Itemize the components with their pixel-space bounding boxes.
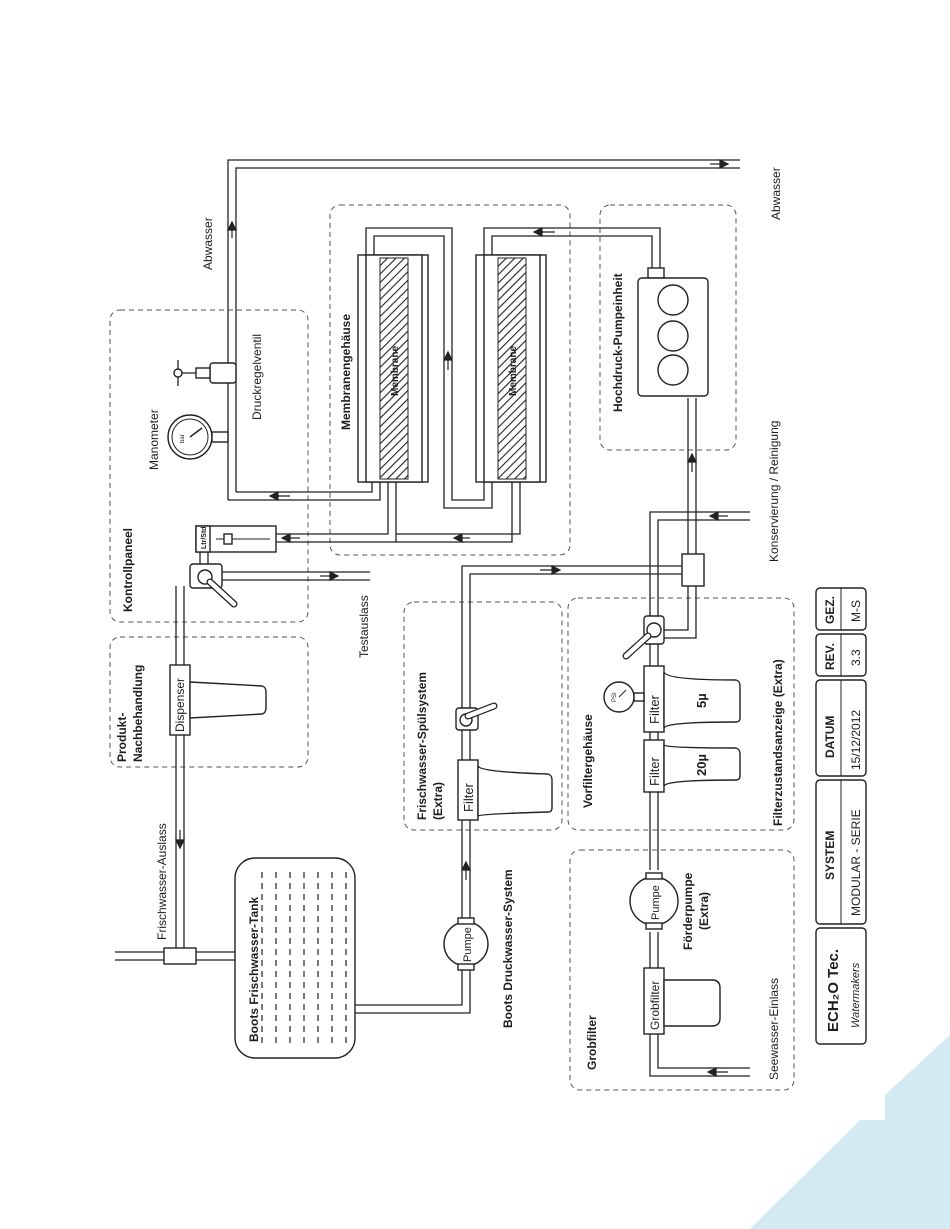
tb-h-datum: DATUM — [823, 716, 837, 758]
label-druckregelventil: Druckregelventil — [250, 334, 264, 420]
label-produkt-1: Produkt- — [115, 713, 129, 762]
label-mu5: 5µ — [694, 693, 709, 708]
junction-block — [681, 553, 705, 587]
hochdruck-pumpe — [637, 267, 709, 397]
tb-rev: 3.3 — [849, 649, 863, 666]
label-filter-spuel: Filter — [461, 782, 476, 812]
label-grobfilter-unit: Grobfilter — [648, 981, 662, 1030]
label-spuel-1: Frischwasser-Spülsystem — [415, 672, 429, 820]
tb-system: MODULAR - SERIE — [849, 809, 863, 916]
label-konservierung: Konservierung / Reinigung — [767, 421, 781, 562]
label-abwasser-1: Abwasser — [201, 217, 215, 270]
label-membrane-2: Membrane — [508, 346, 519, 396]
label-ltrstd: Ltr/Std — [201, 526, 208, 549]
box-vorfilter — [567, 597, 795, 831]
tb-gez: M-S — [849, 600, 863, 622]
dispenser-unit — [169, 664, 267, 736]
label-membranengehaeuse: Membranengehäuse — [339, 314, 353, 430]
tb-h-rev: REV. — [823, 643, 837, 670]
box-kontrollpaneel — [109, 309, 309, 623]
label-abwasser-2: Abwasser — [769, 167, 783, 220]
label-frischwasser-auslass: Frischwasser-Auslass — [155, 823, 169, 940]
label-filter-20: Filter — [647, 756, 662, 786]
label-druckwasser: Boots Druckwasser-System — [501, 869, 515, 1028]
label-psi: PSI — [612, 692, 618, 702]
label-seewasser: Seewasser-Einlass — [767, 978, 781, 1080]
box-grobfilter — [569, 849, 795, 1091]
box-hochdruck — [599, 204, 737, 451]
label-bar: bar — [180, 434, 186, 443]
flowmeter — [195, 525, 277, 553]
frischwasser-t — [163, 947, 197, 965]
manometer-symbol — [167, 414, 229, 460]
label-mu20: 20µ — [694, 754, 709, 776]
spuel-ventil — [455, 702, 498, 731]
label-membrane-1: Membrane — [390, 346, 401, 396]
label-spuel-2: (Extra) — [431, 782, 445, 820]
druckregelventil-symbol — [173, 360, 237, 386]
label-produkt-2: Nachbehandlung — [131, 665, 145, 762]
label-kontrollpaneel: Kontrollpaneel — [121, 528, 135, 612]
title-block: ECH₂O Tec. Watermakers SYSTEM MODULAR - … — [815, 587, 867, 1045]
label-manometer: Manometer — [147, 409, 161, 470]
tb-h-gez: GEZ. — [823, 596, 837, 624]
label-foerder-1: Förderpumpe — [681, 872, 695, 950]
foerderpumpe — [629, 872, 679, 930]
label-filter-5: Filter — [647, 694, 662, 724]
box-produkt — [109, 636, 309, 768]
membrane-housing-2 — [475, 254, 547, 483]
corner-decoration — [750, 1035, 950, 1229]
label-tank: Boots Frischwasser-Tank — [247, 897, 261, 1042]
filter-20-unit — [643, 739, 741, 793]
frischwasser-tank — [234, 857, 356, 1059]
tb-datum: 15/12/2012 — [849, 710, 863, 770]
tb-company: ECH₂O Tec. — [825, 949, 842, 1032]
label-testauslass: Testauslass — [357, 595, 371, 658]
vorfilter-ventil — [622, 615, 665, 660]
pipes — [115, 159, 750, 1077]
labels: Abwasser Abwasser Druckregelventil Manom… — [115, 167, 785, 1080]
label-hochdruck: Hochdruck-Pumpeinheit — [611, 273, 625, 412]
label-pumpe-1: Pumpe — [462, 927, 474, 962]
label-vorfilter: Vorfiltergehäuse — [581, 714, 595, 808]
druckwasser-pumpe — [443, 917, 489, 971]
kontroll-ventil — [189, 563, 238, 608]
spuel-filter-unit — [457, 759, 553, 821]
membrane-housing-1 — [357, 254, 429, 483]
label-foerder-2: (Extra) — [697, 892, 711, 930]
label-pumpe-2: Pumpe — [650, 885, 662, 920]
tb-company-sub: Watermakers — [850, 962, 862, 1028]
filter-5-unit — [643, 665, 741, 733]
label-grobfilter-box: Grobfilter — [585, 1015, 599, 1070]
flow-arrows — [175, 159, 730, 1077]
box-spuelsystem — [403, 601, 563, 831]
tb-h-system: SYSTEM — [823, 831, 837, 880]
grobfilter-unit — [643, 967, 721, 1035]
label-filterzustand: Filterzustandsanzeige (Extra) — [771, 659, 785, 826]
box-membranen — [329, 204, 571, 556]
psi-gauge — [603, 681, 645, 713]
label-dispenser: Dispenser — [173, 678, 187, 732]
